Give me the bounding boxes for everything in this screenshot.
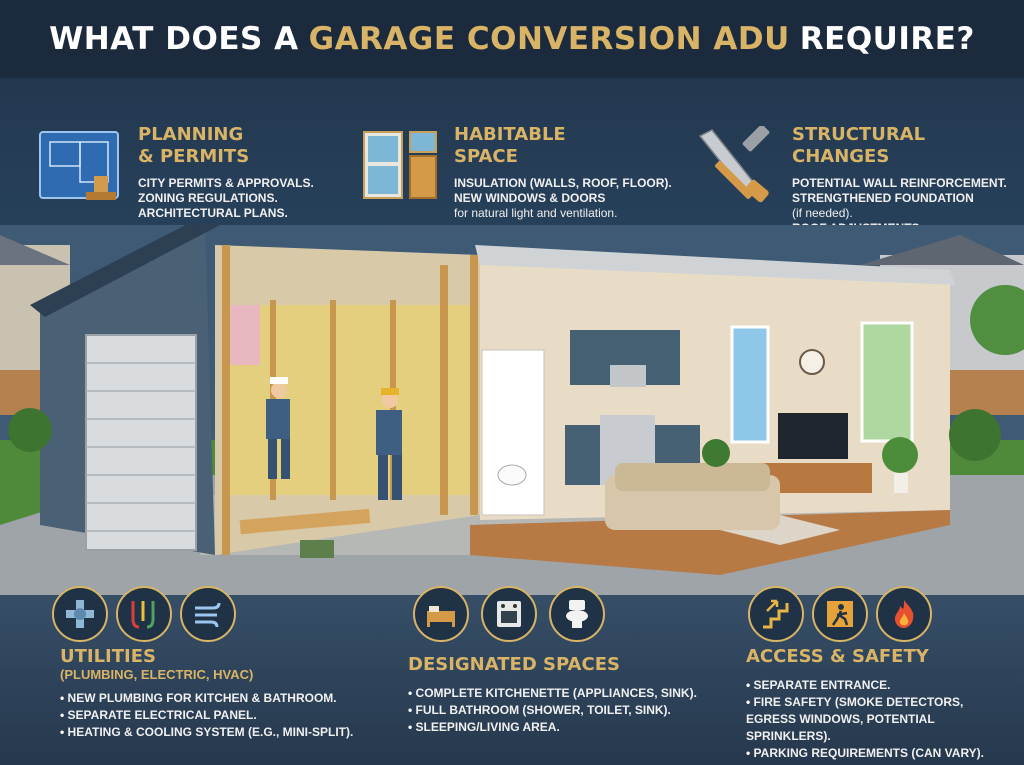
spaces-item: Full bathroom (shower, toilet, sink). bbox=[408, 702, 728, 719]
worker-figure bbox=[376, 388, 402, 500]
planning-item: Architectural plans. bbox=[138, 206, 288, 220]
access-item: Parking requirements (can vary). bbox=[746, 745, 1014, 762]
exit-icon bbox=[812, 586, 868, 642]
access-heading: Access & Safety bbox=[746, 646, 929, 667]
access-item: Fire safety (smoke detectors, egress win… bbox=[746, 694, 1014, 745]
planning-item: Zoning regulations. bbox=[138, 191, 278, 205]
access-item: Separate entrance. bbox=[746, 677, 1014, 694]
access-safety-section: Access & Safety Separate entrance. Fire … bbox=[746, 646, 1014, 762]
habitable-heading: HabitableSpace bbox=[454, 124, 566, 167]
utilities-heading: Utilities bbox=[60, 646, 156, 667]
stove-icon bbox=[481, 586, 537, 642]
utilities-item: Heating & cooling system (e.g., mini-spl… bbox=[60, 724, 390, 741]
page-title: What does a Garage Conversion ADU Requir… bbox=[0, 0, 1024, 78]
habitable-item: Insulation (walls, roof, floor). bbox=[454, 176, 672, 190]
spaces-heading: Designated Spaces bbox=[408, 654, 620, 675]
pipe-icon bbox=[52, 586, 108, 642]
utilities-subheading: (Plumbing, Electric, HVAC) bbox=[60, 667, 254, 682]
title-part-1: What does a bbox=[49, 21, 299, 57]
wires-icon bbox=[116, 586, 172, 642]
structural-item: Strengthened foundation bbox=[792, 191, 974, 205]
utilities-section: Utilities (Plumbing, Electric, HVAC) New… bbox=[60, 646, 390, 741]
structural-changes-section: StructuralChanges Potential wall reinfor… bbox=[792, 124, 1014, 236]
spaces-item: Complete kitchenette (appliances, sink). bbox=[408, 685, 728, 702]
planning-permits-section: Planning& Permits City permits & approva… bbox=[138, 124, 338, 221]
bed-icon bbox=[413, 586, 469, 642]
structural-item: Potential wall reinforcement. bbox=[792, 176, 1007, 190]
planning-heading: Planning& Permits bbox=[138, 124, 250, 167]
garage-conversion-illustration bbox=[0, 225, 1024, 595]
air-flow-icon bbox=[180, 586, 236, 642]
fire-icon bbox=[876, 586, 932, 642]
title-accent: Garage Conversion ADU bbox=[308, 21, 790, 57]
window-door-icon bbox=[363, 131, 437, 199]
spaces-item: Sleeping/living area. bbox=[408, 719, 728, 736]
worker-figure bbox=[266, 377, 290, 479]
planning-item: City permits & approvals. bbox=[138, 176, 314, 190]
habitable-item: New windows & doors bbox=[454, 191, 606, 205]
saw-hammer-icon bbox=[698, 126, 770, 203]
habitable-space-section: HabitableSpace Insulation (walls, roof, … bbox=[454, 124, 684, 221]
designated-spaces-section: Designated Spaces Complete kitchenette (… bbox=[408, 654, 728, 736]
structural-heading: StructuralChanges bbox=[792, 124, 926, 167]
habitable-item: for natural light and ventilation. bbox=[454, 206, 618, 220]
structural-item: (if needed). bbox=[792, 206, 853, 220]
utilities-item: New plumbing for kitchen & bathroom. bbox=[60, 690, 390, 707]
toilet-icon bbox=[549, 586, 605, 642]
stairs-icon bbox=[748, 586, 804, 642]
utilities-item: Separate electrical panel. bbox=[60, 707, 390, 724]
blueprint-stamp-icon bbox=[39, 131, 119, 200]
title-part-2: Require? bbox=[799, 21, 975, 57]
